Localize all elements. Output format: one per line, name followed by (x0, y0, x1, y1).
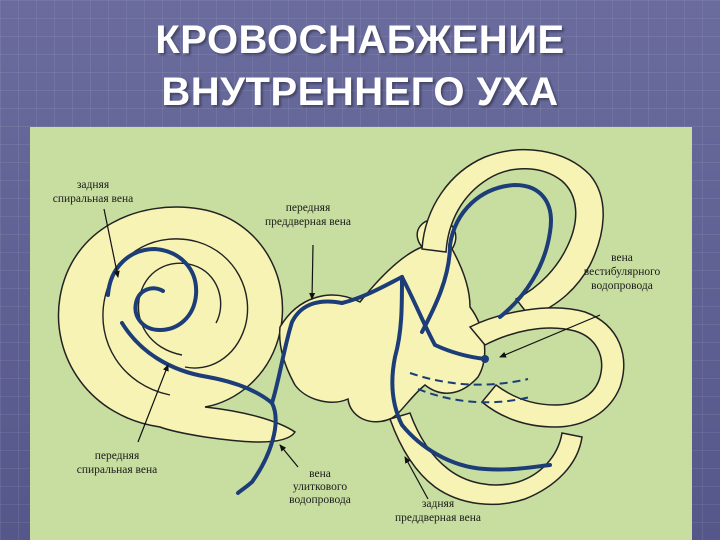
cochlea-turn (102, 238, 249, 396)
cochlear-aqueduct-vein-path (270, 299, 344, 405)
semicircular-canals (389, 148, 625, 506)
superior-branch-path (420, 182, 553, 334)
label-posterior-vestibular-vein-1: задняя (422, 498, 455, 510)
label-vestibular-aqueduct-vein-2: вестибулярного (584, 266, 661, 278)
label-anterior-vestibular-vein-1: передняя (286, 202, 331, 214)
dashed-vein-2 (409, 372, 529, 386)
title-line-1: КРОВОСНАБЖЕНИЕ (155, 18, 565, 62)
label-posterior-spiral-vein-2: спиральная вена (53, 193, 134, 205)
label-cochlear-aqueduct-vein-2: улиткового (293, 481, 347, 493)
label-cochlear-aqueduct-vein-1: вена (309, 468, 331, 480)
label-posterior-spiral-vein-1: задняя (77, 179, 110, 191)
label-anterior-spiral-vein-1: передняя (95, 450, 140, 462)
inner-ear-diagram: задняя спиральная вена передняя преддвер… (53, 148, 661, 524)
vein-end-dot (481, 355, 489, 363)
label-anterior-vestibular-vein-2: преддверная вена (265, 216, 351, 228)
label-vestibular-aqueduct-vein-1: вена (611, 252, 633, 264)
posterior-spiral-vein-path (106, 246, 199, 333)
slide-title: КРОВОСНАБЖЕНИЕ ВНУТРЕННЕГО УХА (0, 14, 720, 118)
label-posterior-vestibular-vein-2: преддверная вена (395, 512, 481, 524)
vestibular-aqueduct-vein-path (400, 275, 487, 361)
veins (106, 182, 553, 495)
label-anterior-spiral-vein-2: спиральная вена (77, 464, 158, 476)
leader-arrows (103, 208, 601, 500)
label-cochlear-aqueduct-vein-3: водопровода (289, 494, 351, 506)
title-line-2: ВНУТРЕННЕГО УХА (161, 70, 559, 114)
dashed-vein (417, 388, 531, 404)
label-vestibular-aqueduct-vein-3: водопровода (591, 280, 653, 292)
anterior-vestibular-vein-path (340, 275, 404, 305)
diagram-panel: задняя спиральная вена передняя преддвер… (30, 127, 692, 540)
vestibule (278, 218, 486, 423)
common-vein-path (390, 275, 552, 472)
